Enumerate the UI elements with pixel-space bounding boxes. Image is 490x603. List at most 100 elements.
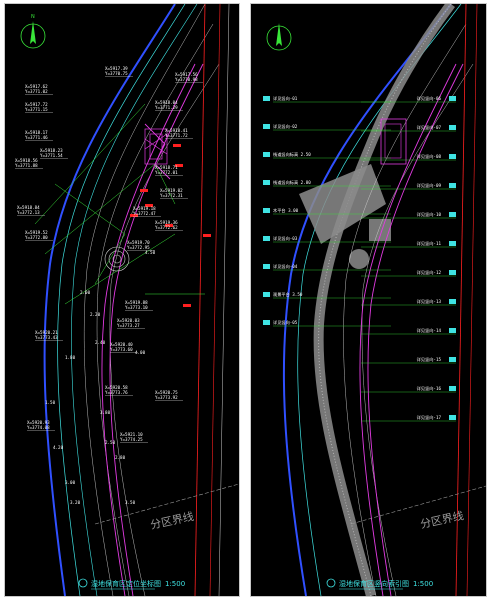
coord-y: Y=3774.08 <box>27 425 50 430</box>
coord-x: X=5918.41 <box>165 128 188 133</box>
elevation-mark: 2.40 <box>95 340 106 345</box>
callout: 详见竖向-01 <box>263 95 391 103</box>
callout-text: 详见竖向-16 <box>417 385 442 392</box>
coordinate-label: X=5919.36Y=3772.62 <box>155 220 183 231</box>
coord-x: X=5917.39 <box>105 66 128 71</box>
callout-text: 详见竖向-12 <box>417 269 442 276</box>
coord-x: X=5920.75 <box>155 390 178 395</box>
coordinate-label: X=5917.56Y=3770.98 <box>175 72 203 83</box>
elevation-mark: 2.00 <box>80 290 91 295</box>
coord-y: Y=3772.80 <box>25 235 48 240</box>
coord-x: X=5920.93 <box>27 420 50 425</box>
coordinate-label: X=5919.52Y=3772.80 <box>25 230 53 241</box>
callout-marker-icon <box>449 125 456 130</box>
callout-text: 木平台 3.00 <box>273 207 299 214</box>
callout-text: 详见竖向-11 <box>417 240 442 247</box>
coord-y: Y=3771.72 <box>165 133 188 138</box>
elevation-mark: 3.20 <box>70 500 81 505</box>
callout-marker-icon <box>449 183 456 188</box>
coord-y: Y=3773.27 <box>117 323 140 328</box>
coord-x: X=5919.02 <box>160 188 183 193</box>
coordinate-label: X=5917.62Y=3771.02 <box>25 84 53 95</box>
callout-text: 详见竖向-04 <box>273 263 298 270</box>
callout: 详见竖向-03 <box>263 235 391 243</box>
drawing-title: 湿地保育区定位坐标图 <box>91 579 161 588</box>
left-drawing-sheet: N <box>4 3 240 597</box>
coordinate-label: X=5920.93Y=3774.08 <box>27 420 55 431</box>
left-drawing-canvas: N <box>15 4 239 596</box>
coord-x: X=5918.23 <box>40 148 63 153</box>
coordinate-label: X=5919.02Y=3772.31 <box>160 188 188 199</box>
building-footprint <box>144 128 168 165</box>
drawing-scale: 1:500 <box>413 580 433 588</box>
north-arrow-icon <box>266 23 292 51</box>
coord-x: X=5919.52 <box>25 230 48 235</box>
coordinate-label: X=5920.58Y=3773.76 <box>105 385 133 396</box>
callout-marker-icon <box>449 357 456 362</box>
callout-marker-icon <box>263 264 270 269</box>
callout: 详见竖向-13 <box>361 298 456 306</box>
coord-y: Y=3772.95 <box>127 245 150 250</box>
coord-x: X=5920.58 <box>105 385 128 390</box>
elevation-mark: 2.80 <box>115 455 126 460</box>
callout-text: 详见竖向-03 <box>273 235 298 242</box>
callout: 详见竖向-12 <box>361 269 456 277</box>
coord-x: X=5918.56 <box>15 158 38 163</box>
coord-y: Y=3772.13 <box>17 210 40 215</box>
callout-text: 详见竖向-02 <box>273 123 298 130</box>
elevation-mark: 4.00 <box>135 350 146 355</box>
coord-x: X=5921.10 <box>120 432 143 437</box>
callout: 栈道竖向标高 2.80 <box>263 179 391 187</box>
coord-y: Y=3771.02 <box>25 89 48 94</box>
coordinate-label: X=5918.41Y=3771.72 <box>165 128 193 139</box>
elevation-mark: 2.50 <box>105 440 116 445</box>
elevation-mark: 4.20 <box>53 445 64 450</box>
callout-marker-icon <box>449 96 456 101</box>
callout: 详见竖向-15 <box>361 356 456 364</box>
coordinate-label: X=5920.75Y=3773.92 <box>155 390 183 401</box>
elevation-mark: 3.00 <box>65 480 76 485</box>
callout-marker-icon <box>263 208 270 213</box>
coord-y: Y=3771.46 <box>25 135 48 140</box>
callout-text: 详见竖向-17 <box>417 414 442 421</box>
coord-x: X=5917.62 <box>25 84 48 89</box>
coordinate-label: X=5918.56Y=3771.88 <box>15 158 43 169</box>
coord-x: X=5919.70 <box>127 240 150 245</box>
callout-text: 详见竖向-08 <box>417 153 442 160</box>
callout-text: 详见竖向-01 <box>273 95 298 102</box>
callout: 详见竖向-17 <box>361 414 456 422</box>
callout: 木平台 3.00 <box>263 207 391 215</box>
callout-text: 详见竖向-10 <box>417 211 442 218</box>
coord-x: X=5920.03 <box>117 318 140 323</box>
coordinate-label: X=5918.84Y=3772.13 <box>17 205 45 216</box>
svg-text:N: N <box>31 14 35 20</box>
callout-marker-icon <box>449 270 456 275</box>
callout: 详见竖向-10 <box>361 211 456 219</box>
coord-x: X=5918.04 <box>155 100 178 105</box>
coord-x: X=5920.40 <box>110 342 133 347</box>
callout-marker-icon <box>449 386 456 391</box>
coord-x: X=5918.71 <box>155 165 178 170</box>
coord-y: Y=3774.25 <box>120 437 143 442</box>
callout-text: 详见竖向-07 <box>417 124 442 131</box>
callout-text: 详见竖向-09 <box>417 182 442 189</box>
callout: 详见竖向-09 <box>361 182 456 190</box>
callout-text: 详见竖向-13 <box>417 298 442 305</box>
callout-marker-icon <box>263 292 270 297</box>
coord-y: Y=3773.10 <box>125 305 148 310</box>
callout-marker-icon <box>263 124 270 129</box>
coord-y: Y=3771.88 <box>15 163 38 168</box>
coord-x: X=5920.21 <box>35 330 58 335</box>
callout-marker-icon <box>263 152 270 157</box>
coord-x: X=5919.18 <box>133 206 156 211</box>
callouts-right: 详见竖向-06详见竖向-07详见竖向-08详见竖向-09详见竖向-10详见竖向-… <box>361 95 456 422</box>
callout-marker-icon <box>263 96 270 101</box>
red-coordinate-markers <box>130 144 211 307</box>
callout-marker-icon <box>449 241 456 246</box>
coord-y: Y=3773.60 <box>110 347 133 352</box>
coord-y: Y=3772.62 <box>155 225 178 230</box>
plaza-circle <box>104 246 130 272</box>
callout-text: 详见竖向-15 <box>417 356 442 363</box>
